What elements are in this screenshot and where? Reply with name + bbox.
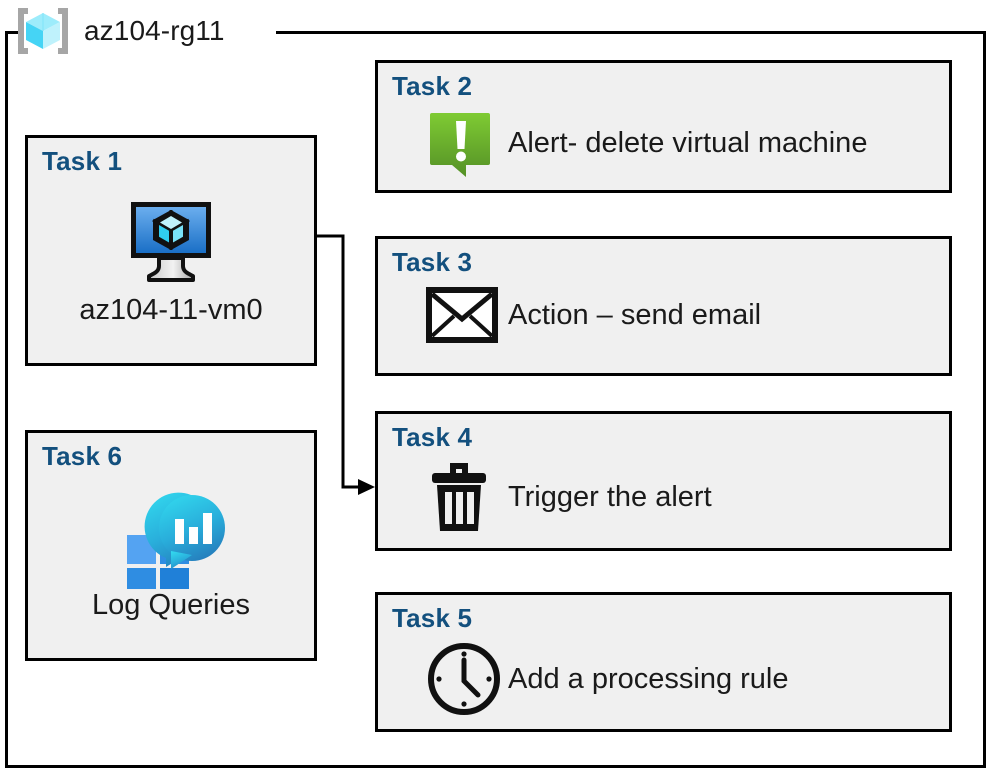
card-task1-label: az104-11-vm0 bbox=[79, 294, 263, 326]
card-task3-title: Task 3 bbox=[392, 247, 473, 277]
card-task6-label: Log Queries bbox=[92, 589, 250, 621]
card-task4-label: Trigger the alert bbox=[508, 480, 712, 513]
card-task2-row: Alert- delete virtual machine bbox=[426, 107, 867, 179]
card-task6[interactable]: Task 6 bbox=[25, 430, 317, 661]
card-task4[interactable]: Task 4 Trigger the alert bbox=[375, 411, 952, 551]
resource-group-header: az104-rg11 bbox=[12, 2, 225, 60]
card-task1[interactable]: Task 1 bbox=[25, 135, 317, 366]
virtual-machine-icon bbox=[28, 194, 314, 286]
resource-group-name: az104-rg11 bbox=[84, 15, 225, 46]
card-task2-title: Task 2 bbox=[392, 71, 473, 101]
trash-delete-icon bbox=[426, 459, 508, 535]
card-task5-label: Add a processing rule bbox=[508, 662, 789, 695]
arrowhead-right-icon bbox=[358, 479, 375, 495]
card-task6-title: Task 6 bbox=[42, 441, 123, 471]
card-task3[interactable]: Task 3 Action – send email bbox=[375, 236, 952, 376]
resource-group-label-gap bbox=[18, 18, 276, 46]
card-task3-label: Action – send email bbox=[508, 298, 762, 331]
envelope-icon bbox=[426, 287, 508, 343]
card-task5[interactable]: Task 5 Add a processing rule bbox=[375, 592, 952, 732]
card-task2-label: Alert- delete virtual machine bbox=[508, 126, 868, 159]
card-task4-row: Trigger the alert bbox=[426, 459, 712, 535]
log-analytics-icon bbox=[28, 489, 314, 589]
card-task1-title: Task 1 bbox=[42, 146, 123, 176]
card-task3-row: Action – send email bbox=[426, 287, 761, 343]
card-task5-row: Add a processing rule bbox=[426, 641, 789, 717]
clock-icon bbox=[426, 641, 508, 717]
resource-group-boundary bbox=[5, 31, 986, 768]
resource-group-cube-icon bbox=[12, 4, 74, 58]
card-task4-title: Task 4 bbox=[392, 422, 473, 452]
alert-exclamation-icon bbox=[426, 107, 508, 179]
card-task2[interactable]: Task 2 Alert- delete virtual machine bbox=[375, 60, 952, 193]
card-task5-title: Task 5 bbox=[392, 603, 473, 633]
